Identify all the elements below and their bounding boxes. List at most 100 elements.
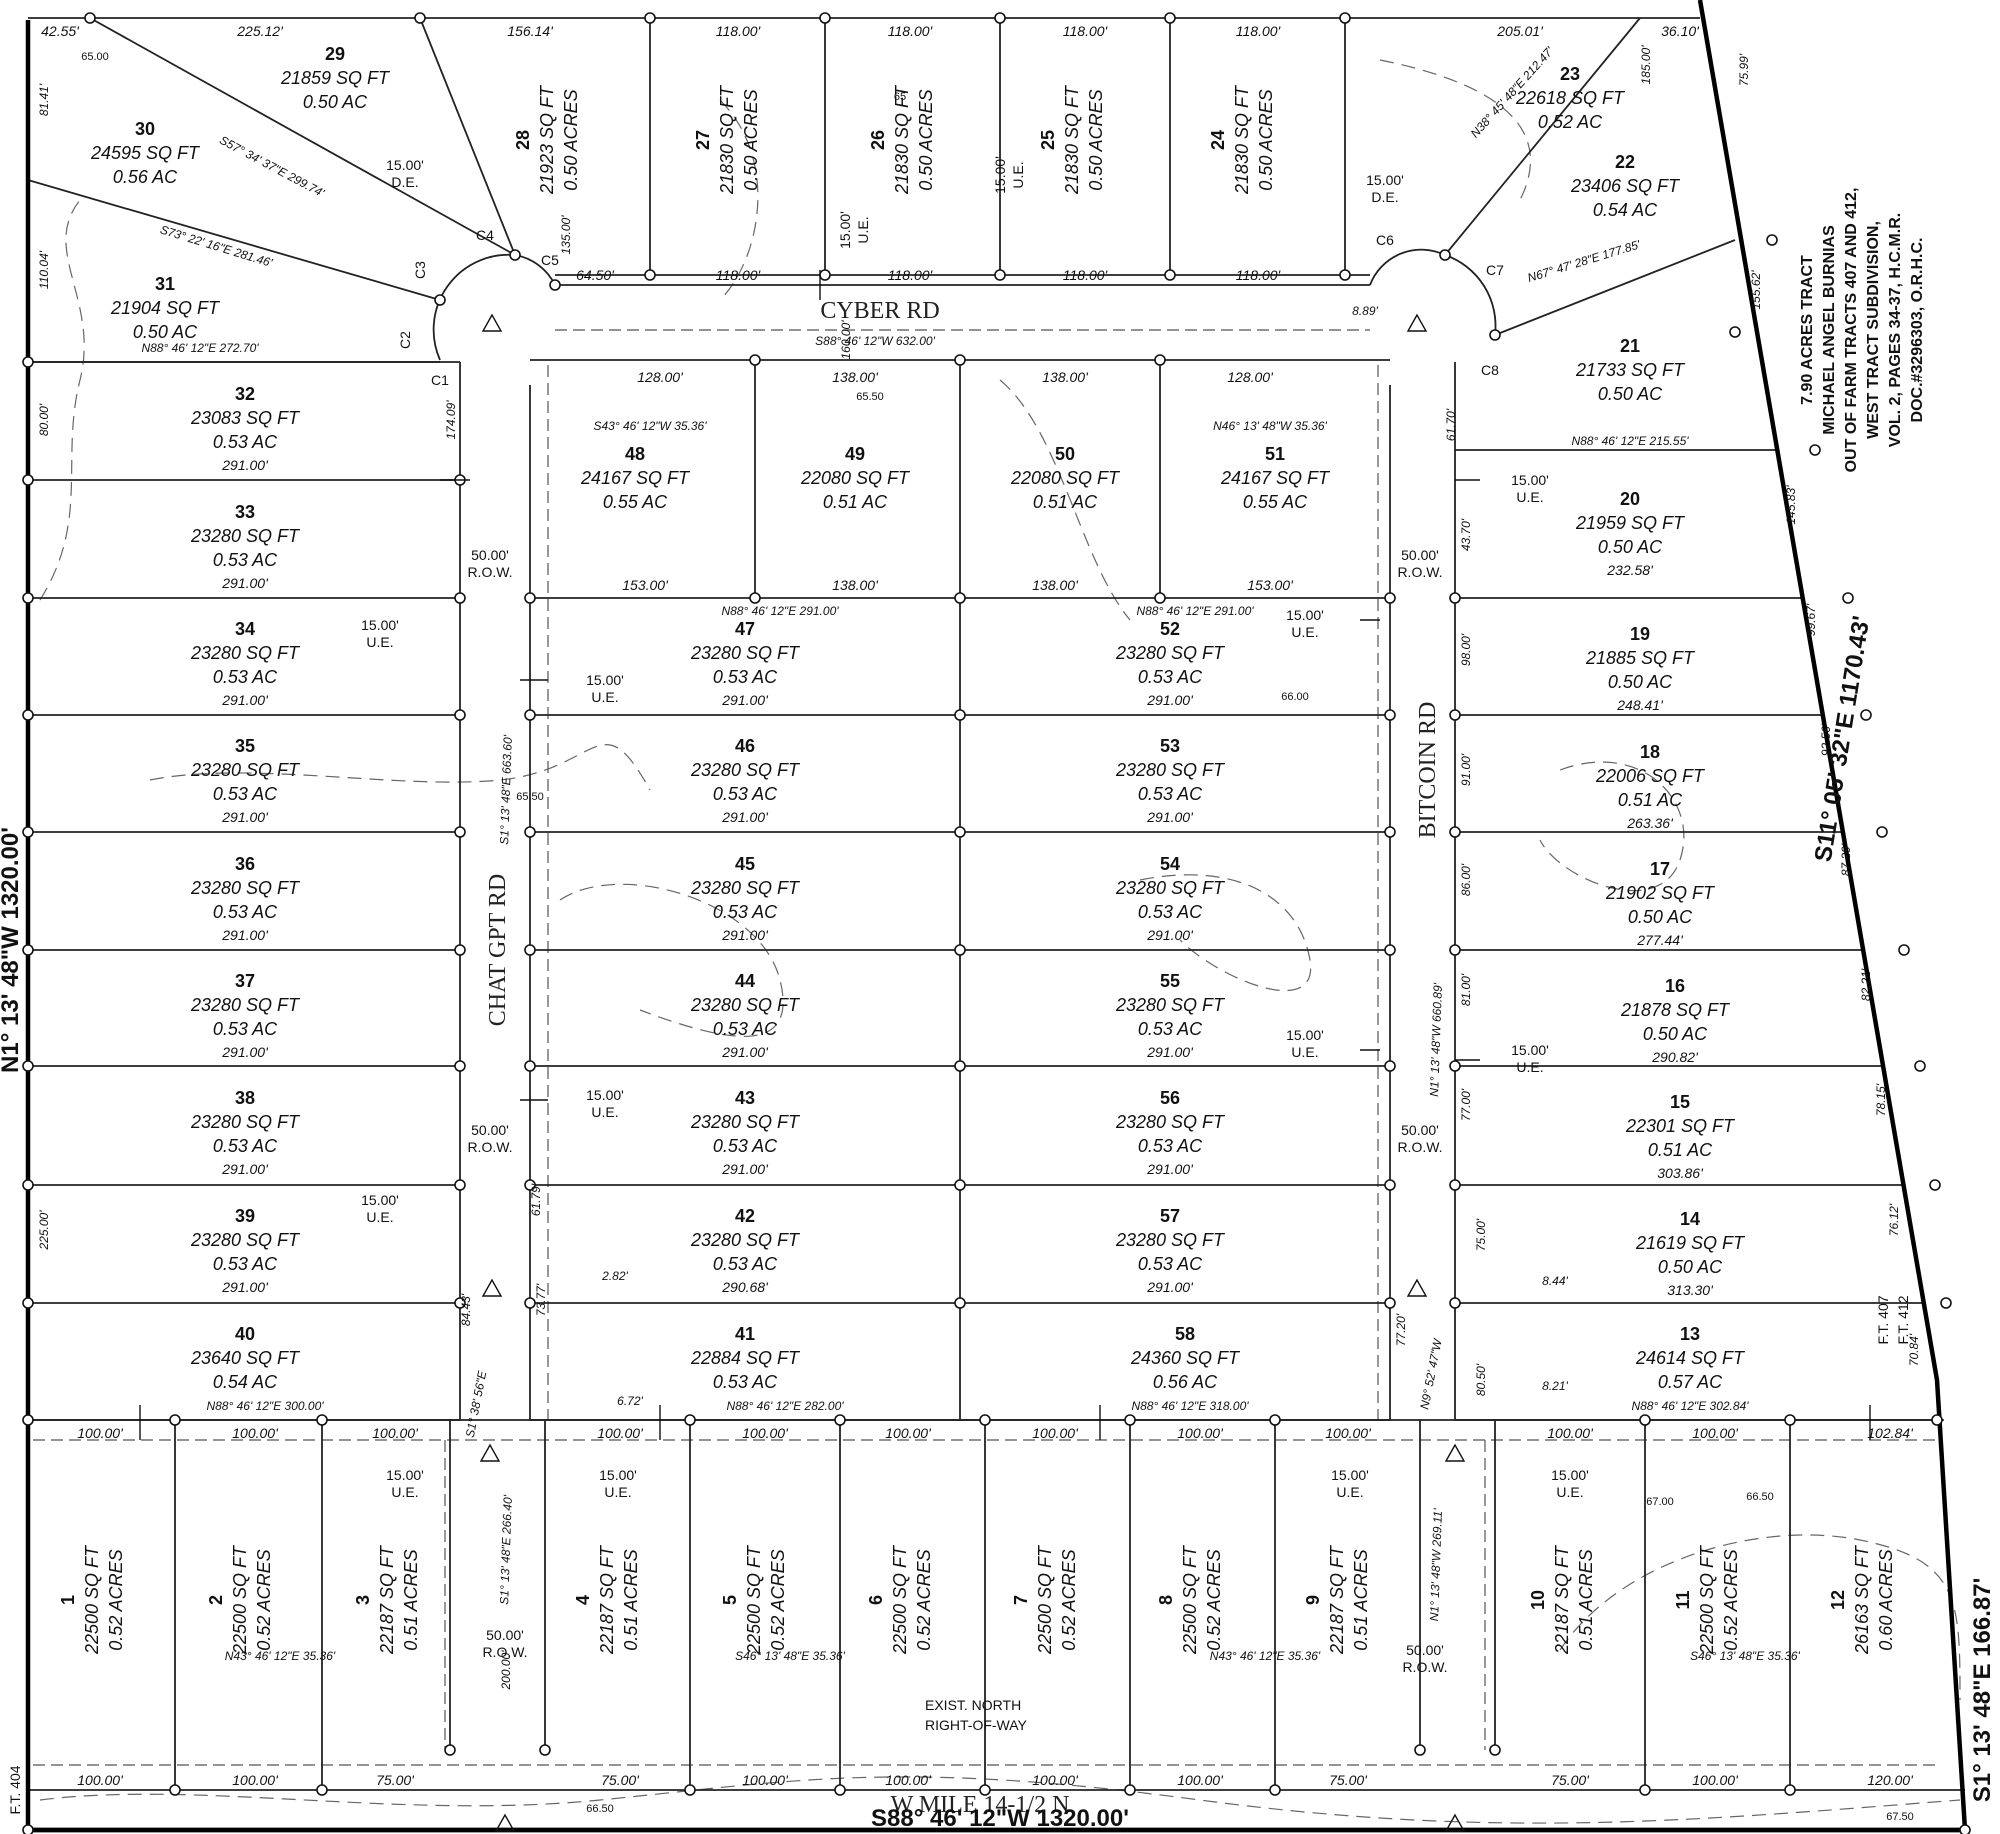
dimension-label: 70.84' [1907, 1333, 1921, 1366]
dimension-label: 155.62' [1749, 270, 1763, 310]
iron-pin [22, 826, 34, 838]
inner-block-dim: 138.00' [832, 577, 879, 593]
lot-depth-dim: 290.82' [1651, 1049, 1699, 1065]
iron-pin [1489, 329, 1501, 341]
lot-number: 46 [735, 736, 755, 756]
lot-area-sqft: 22500 SQ FT [82, 1544, 102, 1655]
lot-area-acres: 0.53 AC [213, 902, 278, 922]
iron-pin [1959, 1824, 1971, 1834]
easement-label: U.E. [591, 1104, 618, 1120]
bearing-distance-label: N46° 13' 48"W 35.36' [1213, 419, 1327, 433]
lot-area-sqft: 21830 SQ FT [1062, 84, 1082, 195]
lot-area-acres: 0.53 AC [713, 667, 778, 687]
dimension-label: 185.00' [1639, 45, 1653, 85]
dimension-label: 75.99' [1737, 53, 1751, 86]
bearing-distance-label: N88° 46' 12"E 291.00' [1136, 604, 1254, 618]
lot-area-sqft: 23083 SQ FT [190, 408, 301, 428]
bearing-distance-label: S88° 46' 12"W 632.00' [815, 334, 935, 348]
lot-area-sqft: 24167 SQ FT [1220, 468, 1331, 488]
inner-block-dim: 138.00' [832, 369, 879, 385]
iron-pin [954, 709, 966, 721]
lot-area-acres: 0.53 AC [713, 1372, 778, 1392]
iron-pin [1384, 709, 1396, 721]
lot-area-acres: 0.53 AC [213, 432, 278, 452]
lot-depth-dim: 291.00' [1146, 1161, 1194, 1177]
lot-area-sqft: 24595 SQ FT [90, 143, 201, 163]
iron-pin [1384, 1060, 1396, 1072]
easement-label: U.E. [1291, 1044, 1318, 1060]
lot-depth-dim: 291.00' [221, 575, 269, 591]
lot-number: 25 [1038, 130, 1058, 150]
easement-label: U.E. [604, 1484, 631, 1500]
iron-pin [22, 1179, 34, 1191]
lot-number: 50 [1055, 444, 1075, 464]
lot-depth-dim: 291.00' [221, 457, 269, 473]
lot-number: 20 [1620, 489, 1640, 509]
lot-area-sqft: 22301 SQ FT [1625, 1116, 1736, 1136]
right-of-way-label: R.O.W. [1397, 1139, 1442, 1155]
lot-depth-dim: 303.86' [1657, 1165, 1704, 1181]
lot-area-acres: 0.50 AC [1643, 1024, 1708, 1044]
dimension-label: 75.00' [1474, 1218, 1488, 1251]
iron-pin [994, 269, 1006, 281]
contour-label: 67.50 [1886, 1811, 1914, 1823]
lot-number: 31 [155, 274, 175, 294]
dimension-label: 86.00' [1459, 863, 1473, 896]
farm-tract-404-label: F.T. 404 [7, 1765, 23, 1814]
lot-number: 42 [735, 1206, 755, 1226]
bearing-distance-label: N9° 52' 47"W [1417, 1336, 1445, 1410]
property-pins [22, 12, 1971, 1834]
easement-label: U.E. [1291, 624, 1318, 640]
bearing-distance-label: N43° 46' 12"E 35.36' [1210, 1649, 1321, 1663]
iron-pin [524, 709, 536, 721]
iron-pin [22, 474, 34, 486]
bearing-distance-label: N67° 47' 28"E 177.85' [1526, 237, 1643, 285]
lot-area-sqft: 26163 SQ FT [1852, 1544, 1872, 1655]
iron-pin [539, 1744, 551, 1756]
control-point-triangle [1444, 1813, 1466, 1832]
lot-area-acres: 0.51 ACRES [1576, 1549, 1596, 1650]
easement-width: 15.00' [1286, 1027, 1324, 1043]
lot-depth-dim: 291.00' [721, 927, 769, 943]
easement-width: 15.00' [1511, 1042, 1549, 1058]
contour-line [1559, 1534, 1961, 1701]
iron-pin [1842, 592, 1854, 604]
iron-pin [524, 592, 536, 604]
lot-area-acres: 0.50 ACRES [916, 89, 936, 190]
lot-area-acres: 0.56 AC [1153, 1372, 1218, 1392]
dimension-label: 80.00' [37, 403, 51, 436]
iron-pin [1449, 1179, 1461, 1191]
lot-29-30-line [89, 17, 516, 256]
easement-width: 15.00' [599, 1467, 637, 1483]
lot-area-acres: 0.51 AC [1648, 1140, 1713, 1160]
lot-depth-dim: 291.00' [721, 692, 769, 708]
lot-area-sqft: 22884 SQ FT [690, 1348, 801, 1368]
lot-number: 55 [1160, 971, 1180, 991]
street-name-chat-gpt-rd: CHAT GPT RD [485, 874, 511, 1026]
dimension-label: 77.20' [1394, 1313, 1408, 1346]
lot-number: 23 [1560, 64, 1580, 84]
lot-number: 30 [135, 119, 155, 139]
lot-depth-dim: 291.00' [1146, 1279, 1194, 1295]
dimension-label: 82.21' [1859, 968, 1873, 1001]
lot-lines [27, 17, 1965, 1791]
row-width: 50.00' [1401, 1122, 1439, 1138]
ue-markers [139, 270, 1871, 1832]
lot-area-sqft: 21830 SQ FT [717, 84, 737, 195]
easement-width: 15.00' [1511, 472, 1549, 488]
bearing-distance-label: S1° 13' 48"E 663.60' [497, 734, 515, 845]
contour-label: 65.50 [516, 791, 544, 803]
iron-pin [1154, 354, 1166, 366]
iron-pin [954, 826, 966, 838]
iron-pin [644, 12, 656, 24]
iron-pin [1929, 1179, 1941, 1191]
easement-label: U.E. [1556, 1484, 1583, 1500]
street-name-w-mile: W MILE 14-1/2 N [891, 1792, 1070, 1818]
iron-pin [549, 279, 561, 291]
dimension-label: 135.00' [559, 215, 573, 255]
iron-pin [524, 1297, 536, 1309]
bearing-distance-label: 8.44' [1542, 1274, 1568, 1288]
row-width: 50.00' [486, 1627, 524, 1643]
lot-number: 37 [235, 971, 255, 991]
lot-number: 12 [1828, 1590, 1848, 1610]
